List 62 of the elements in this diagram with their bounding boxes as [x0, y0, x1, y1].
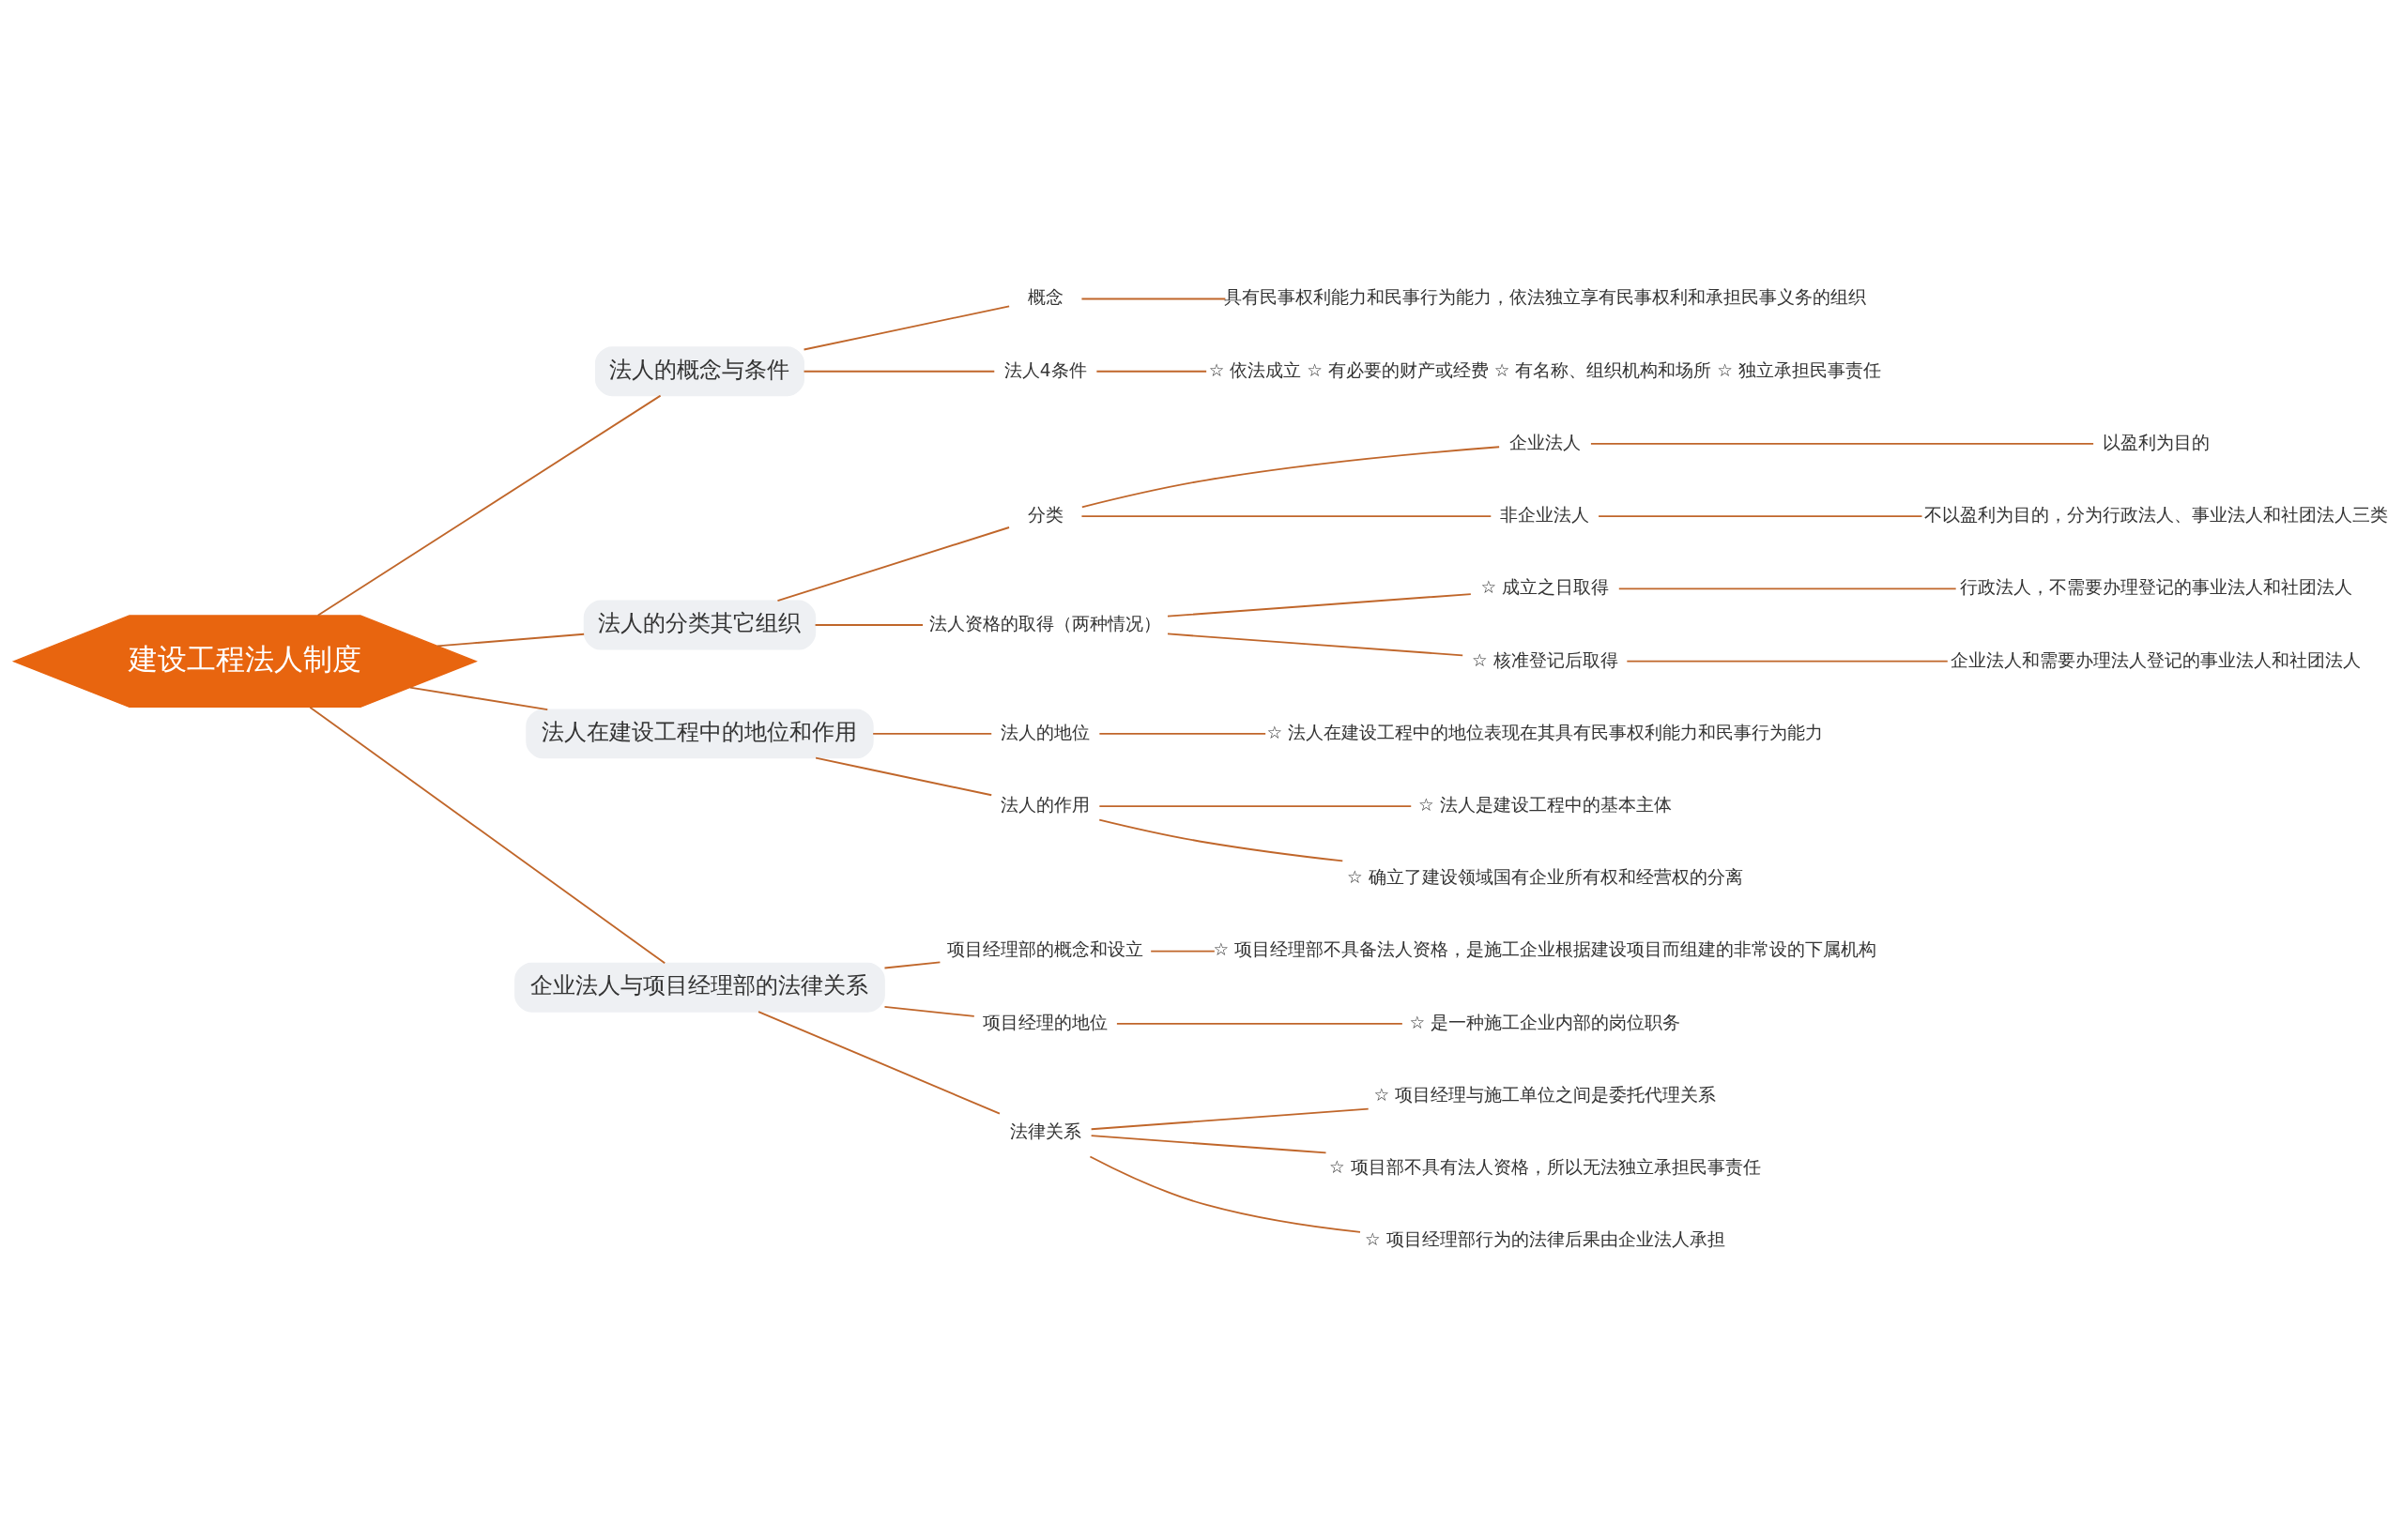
connector: [1116, 1022, 1403, 1025]
connector: [1080, 515, 1492, 518]
node-text: ☆ 依法成立 ☆ 有必要的财产或经费 ☆ 有名称、组织机构和场所 ☆ 独立承担民事责任: [1208, 359, 1881, 380]
connector: [1167, 593, 1472, 618]
node-text: 非企业法人: [1500, 505, 1590, 526]
connector: [309, 706, 666, 965]
connector: [758, 1011, 1001, 1115]
connector: [803, 305, 1011, 351]
node-text: ☆ 项目经理部行为的法律后果由企业法人承担: [1365, 1229, 1725, 1250]
connector: [1098, 732, 1267, 735]
node-text: ☆ 项目部不具有法人资格，所以无法独立承担民事责任: [1329, 1157, 1761, 1178]
connector: [1098, 805, 1413, 808]
node-text: 法人资格的取得（两种情况）: [929, 613, 1162, 633]
node-box: 法人的分类其它组织: [583, 600, 817, 650]
node-text: ☆ 核准登记后取得: [1472, 649, 1618, 670]
connector: [1626, 660, 1949, 663]
node-text: 法人4条件: [1003, 359, 1087, 380]
connector: [1090, 1107, 1370, 1131]
connector: [1080, 446, 1501, 509]
connector: [803, 370, 996, 373]
connector: [1090, 1135, 1327, 1154]
connector: [815, 756, 993, 797]
node-text: ☆ 法人是建设工程中的基本主体: [1418, 794, 1672, 815]
connector: [883, 1005, 975, 1017]
node-text: 具有民事权利能力和民事行为能力，依法独立享有民事权利和承担民事义务的组织: [1223, 287, 1866, 308]
node-text: 企业法人和需要办理法人登记的事业法人和社团法人: [1951, 649, 2362, 670]
node-text: 法人的地位: [1001, 722, 1091, 742]
node-text: 概念: [1027, 287, 1064, 308]
node-text: 以盈利为目的: [2102, 432, 2210, 452]
connector: [1150, 950, 1216, 953]
connector: [1590, 443, 2095, 445]
node-text: 行政法人，不需要办理登记的事业法人和社团法人: [1959, 577, 2352, 598]
node-text: 项目经理部的概念和设立: [947, 939, 1144, 960]
node-text: ☆ 法人在建设工程中的地位表现在其具有民事权利能力和民事行为能力: [1266, 722, 1824, 742]
connector: [409, 686, 549, 711]
connector: [1089, 1155, 1361, 1233]
node-text: ☆ 项目经理部不具备法人资格，是施工企业根据建设项目而组建的非常设的下属机构: [1213, 939, 1877, 960]
connector: [316, 394, 662, 617]
connector: [1080, 297, 1227, 300]
connector: [1098, 818, 1344, 862]
connector: [436, 633, 586, 648]
connector: [1095, 370, 1208, 373]
connector: [1617, 587, 1957, 590]
node-text: 分类: [1027, 505, 1064, 526]
node-text: 法律关系: [1009, 1121, 1081, 1141]
node-text: ☆ 是一种施工企业内部的岗位职务: [1409, 1012, 1681, 1032]
connector: [872, 732, 993, 735]
node-text: 法人的作用: [1001, 794, 1091, 815]
node-box: 法人的概念与条件: [594, 346, 805, 397]
connector: [776, 526, 1010, 602]
node-text: ☆ 项目经理与施工单位之间是委托代理关系: [1373, 1084, 1717, 1105]
node-text: 不以盈利为目的，分为行政法人、事业法人和社团法人三类: [1923, 505, 2388, 526]
node-text: 企业法人: [1508, 432, 1581, 452]
connector: [1167, 633, 1464, 657]
connector: [814, 624, 924, 626]
node-text: ☆ 确立了建设领域国有企业所有权和经营权的分离: [1347, 867, 1743, 888]
connector: [1598, 515, 1923, 518]
node-box: 法人在建设工程中的地位和作用: [526, 709, 874, 759]
node-text: ☆ 成立之日取得: [1480, 577, 1610, 598]
node-box: 企业法人与项目经理部的法律关系: [514, 962, 885, 1013]
connector: [883, 961, 941, 969]
node-text: 项目经理的地位: [983, 1012, 1109, 1032]
